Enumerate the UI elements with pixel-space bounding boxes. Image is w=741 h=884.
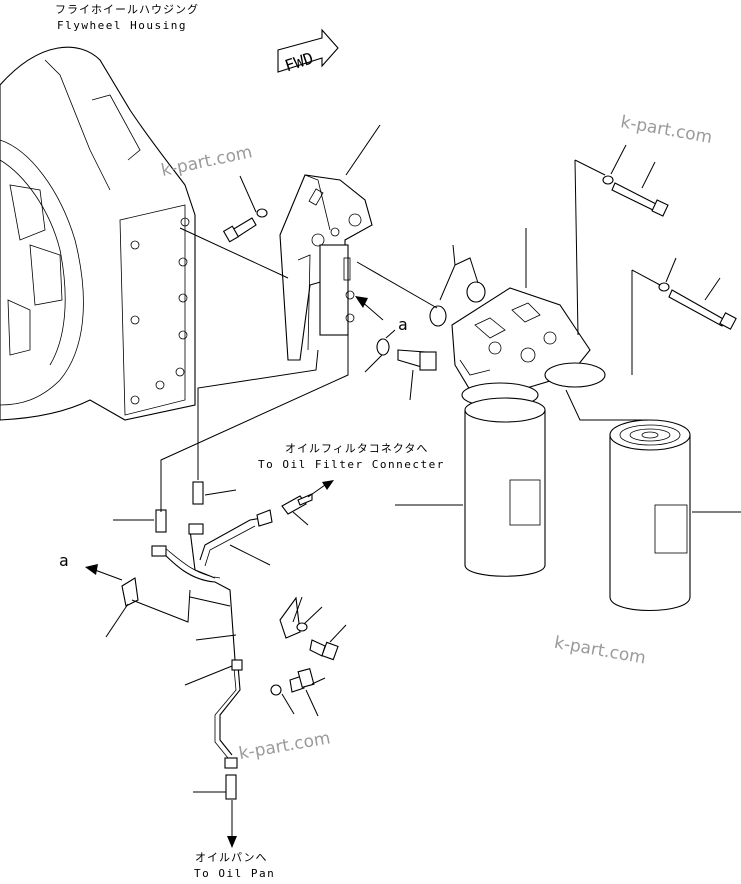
oil-filter-installed [464,397,546,577]
ref-a-upper: a [398,315,408,334]
oilpan-label-jp: オイルパンへ [195,851,268,864]
long-bolts [602,175,737,330]
o-rings [429,281,486,327]
filter-label-jp: オイルフィルタコネクタへ [285,442,428,455]
bracket-plate [279,174,373,361]
connectors [155,481,313,533]
callout-labels: フライホイールハウジング Flywheel Housing オイルフィルタコネク… [55,2,445,880]
leader-lines [105,124,741,793]
clamps [121,577,301,639]
oil-filter-spare [609,419,691,611]
flywheel-label-jp: フライホイールハウジング [55,2,199,16]
bolt-top [222,208,268,243]
oil-pipes [151,509,273,800]
lower-bolts [270,622,339,696]
oilpan-label-en: To Oil Pan [194,867,275,880]
filter-label-en: To Oil Filter Connecter [258,458,445,471]
bolt-middle [376,338,437,371]
fwd-arrow: FWD [277,28,339,75]
ref-a-lower: a [59,551,69,570]
direction-arrows [85,296,384,848]
filter-head [451,287,606,408]
flywheel-label-en: Flywheel Housing [57,19,187,32]
watermark-3: k-part.com [553,633,648,669]
watermark-4: k-part.com [237,728,332,764]
watermark-2: k-part.com [619,112,714,148]
flywheel-housing [0,46,196,421]
watermark-1: k-part.com [159,142,254,181]
